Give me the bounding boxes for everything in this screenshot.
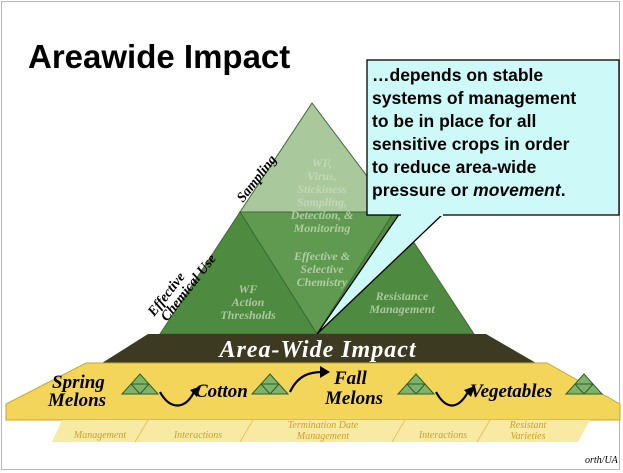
- mini-pyramid-2: [250, 373, 290, 395]
- callout-line-1: …depends on stable: [372, 65, 544, 85]
- crop-label-fall-melons: Melons: [324, 388, 383, 409]
- callout-emphasis: movement: [473, 180, 561, 200]
- arrow-to-vegetables: [435, 391, 469, 407]
- mini-pyramid-1: [120, 373, 160, 395]
- mini-pyramid-4: [564, 373, 604, 395]
- arrow-to-fall: [289, 370, 323, 393]
- base-label-termination-1: Termination Date: [288, 420, 359, 431]
- pyramid-right-text-2: Management: [368, 302, 435, 316]
- pyramid-middle-text-3: Chemistry: [297, 275, 348, 289]
- arrowhead-3: [464, 386, 475, 397]
- pyramid-top-text-6: Monitoring: [293, 221, 351, 235]
- callout-period: .: [560, 180, 566, 200]
- arrow-to-cotton: [159, 391, 195, 407]
- base-label-interactions-2: Interactions: [418, 430, 467, 441]
- pyramid-top-text-4: Sampling,: [297, 195, 347, 209]
- base-label-resistant-1: Resistant: [509, 420, 547, 431]
- crop-label-spring: Spring: [52, 372, 105, 393]
- slide-title: Areawide Impact: [28, 38, 291, 75]
- pyramid-left-text-2: Action: [231, 295, 265, 309]
- callout-line-2: systems of management: [372, 88, 577, 108]
- pyramid-middle-text-2: Selective: [300, 262, 344, 276]
- base-label-crop-management: Management: [73, 430, 126, 441]
- pyramid-left-text-1: WF: [239, 282, 258, 296]
- crop-label-cotton: Cotton: [195, 381, 248, 402]
- callout-box: [366, 59, 620, 216]
- base-label-resistant-2: Varieties: [511, 431, 546, 442]
- arrowhead-1: [190, 386, 201, 397]
- pyramid-top-text-1: WF,: [312, 156, 332, 170]
- pyramid-top-text-3: Stickiness: [297, 182, 347, 196]
- callout-line-6-text: pressure or: [372, 180, 474, 200]
- base-label-interactions-1: Interactions: [173, 430, 222, 441]
- base-label-termination-2: Management: [296, 431, 349, 442]
- callout-text: …depends on stable systems of management…: [372, 64, 616, 202]
- crop-label-fall: Fall: [333, 368, 367, 389]
- crop-label-vegetables: Vegetables: [470, 381, 552, 402]
- base-band: [52, 420, 590, 442]
- pyramid-left-text-3: Thresholds: [220, 308, 276, 322]
- banner-text: Area-Wide Impact: [217, 337, 416, 363]
- mini-pyramid-3: [396, 373, 436, 395]
- callout-line-4: sensitive crops in order: [372, 134, 570, 154]
- callout-line-5: to reduce area-wide: [372, 157, 537, 177]
- pyramid-middle-text-1: Effective &: [293, 249, 351, 263]
- area-wide-banner: [102, 334, 536, 363]
- arrowhead-2: [320, 366, 330, 378]
- crop-band: [5, 362, 621, 421]
- pyramid-top-text-5: Detection, &: [290, 208, 354, 222]
- pyramid-right-text-1: Resistance: [375, 289, 429, 303]
- pyramid-top-text-2: Virus,: [307, 169, 337, 183]
- crop-label-spring-melons: Melons: [47, 390, 106, 411]
- credit-text: orth/UA: [585, 455, 618, 466]
- callout-line-3: to be in place for all: [372, 111, 537, 131]
- callout-line-6: pressure or movement.: [372, 179, 616, 202]
